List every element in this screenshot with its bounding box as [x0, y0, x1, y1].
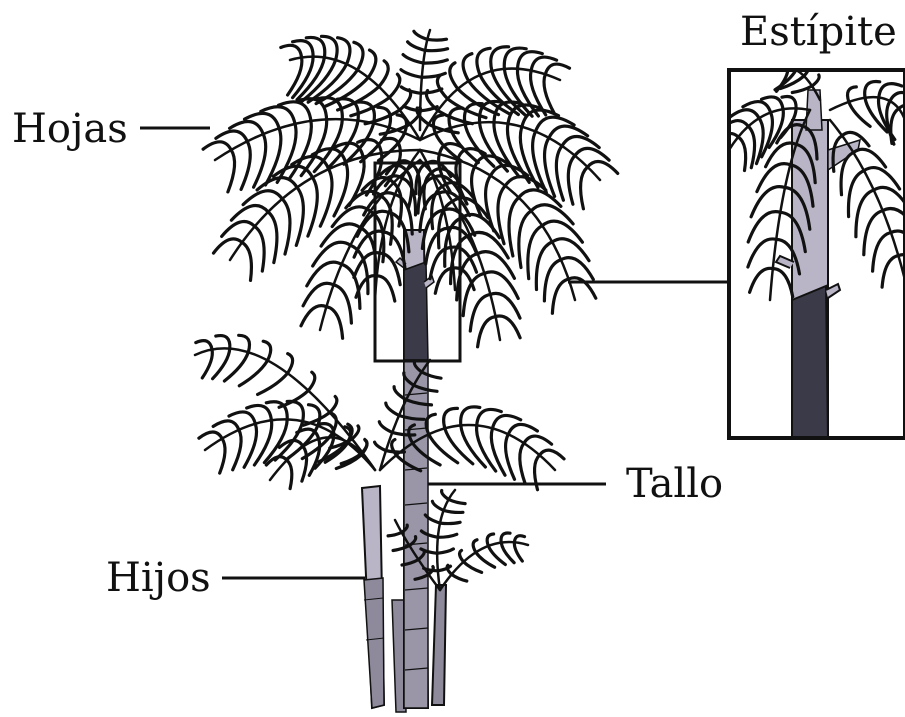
label-hijos: Hijos — [106, 555, 211, 601]
sucker-frond — [440, 533, 528, 590]
stipe-zoom-panel — [713, 56, 905, 440]
crown-frond — [281, 36, 421, 140]
label-estipite: Estípite — [740, 9, 897, 55]
label-hojas: Hojas — [12, 106, 128, 152]
label-tallo: Tallo — [626, 461, 723, 507]
